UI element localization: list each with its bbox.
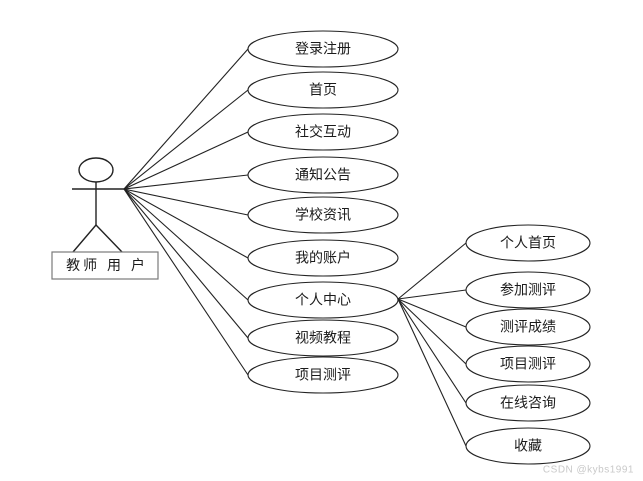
use-case-uc-project-evaluation[interactable]: 项目测评 — [247, 356, 399, 394]
use-case-uc-video-tutorial[interactable]: 视频教程 — [247, 319, 399, 357]
actor-label: 教师 用 户 — [66, 257, 148, 273]
association-actor-to-uc-project-evaluation — [123, 188, 249, 376]
uc-my-account-label: 我的账户 — [295, 250, 351, 266]
uc-project-evaluation-sub-ellipse — [465, 345, 591, 383]
actor-label-box — [51, 251, 159, 280]
use-case-uc-login-register[interactable]: 登录注册 — [247, 30, 399, 68]
association-actor-to-uc-video-tutorial — [123, 188, 249, 339]
uc-video-tutorial-label: 视频教程 — [295, 330, 351, 346]
uc-video-tutorial-ellipse — [247, 319, 399, 357]
association-actor-to-uc-social-interaction — [123, 131, 249, 190]
uc-evaluation-score-ellipse — [465, 308, 591, 346]
association-actor-to-uc-login-register — [123, 48, 249, 190]
uc-favorites-label: 收藏 — [514, 438, 542, 454]
use-case-uc-project-evaluation-sub[interactable]: 项目测评 — [465, 345, 591, 383]
association-actor-to-uc-home — [123, 89, 249, 190]
use-case-uc-favorites[interactable]: 收藏 — [465, 427, 591, 465]
uc-evaluation-score-label: 测评成绩 — [500, 319, 556, 335]
use-case-uc-online-consult[interactable]: 在线咨询 — [465, 384, 591, 422]
association-personal-center-to-uc-favorites — [397, 298, 467, 447]
uc-personal-center-ellipse — [247, 281, 399, 319]
uc-social-interaction-label: 社交互动 — [295, 124, 351, 140]
uc-home-label: 首页 — [309, 82, 337, 98]
association-actor-to-uc-my-account — [123, 188, 249, 259]
uc-notice-announcement-label: 通知公告 — [295, 167, 351, 183]
uc-school-news-ellipse — [247, 196, 399, 234]
association-personal-center-to-uc-online-consult — [397, 298, 467, 404]
uc-project-evaluation-ellipse — [247, 356, 399, 394]
use-case-uc-join-evaluation[interactable]: 参加测评 — [465, 271, 591, 309]
uc-personal-homepage-label: 个人首页 — [500, 235, 556, 251]
uc-favorites-ellipse — [465, 427, 591, 465]
uc-project-evaluation-sub-label: 项目测评 — [500, 356, 556, 372]
use-case-uc-personal-center[interactable]: 个人中心 — [247, 281, 399, 319]
uc-online-consult-ellipse — [465, 384, 591, 422]
uc-personal-center-label: 个人中心 — [295, 292, 351, 308]
uc-online-consult-label: 在线咨询 — [500, 395, 556, 411]
uc-notice-announcement-ellipse — [247, 156, 399, 194]
association-personal-center-to-uc-personal-homepage — [397, 242, 467, 300]
actor-head-icon — [78, 157, 114, 183]
uc-login-register-label: 登录注册 — [295, 41, 351, 57]
use-case-uc-personal-homepage[interactable]: 个人首页 — [465, 224, 591, 262]
uc-join-evaluation-label: 参加测评 — [500, 282, 556, 298]
uc-login-register-ellipse — [247, 30, 399, 68]
association-lines-group — [123, 48, 467, 447]
uc-join-evaluation-ellipse — [465, 271, 591, 309]
association-actor-to-uc-notice-announcement — [123, 174, 249, 190]
uc-personal-homepage-ellipse — [465, 224, 591, 262]
use-case-uc-evaluation-score[interactable]: 测评成绩 — [465, 308, 591, 346]
actor-right-leg-line — [95, 224, 123, 253]
association-personal-center-to-uc-evaluation-score — [397, 298, 467, 328]
actor-left-leg-line — [72, 224, 97, 253]
association-actor-to-uc-school-news — [123, 188, 249, 216]
use-case-uc-social-interaction[interactable]: 社交互动 — [247, 113, 399, 151]
use-case-uc-my-account[interactable]: 我的账户 — [247, 239, 399, 277]
association-actor-to-uc-personal-center — [123, 188, 249, 301]
actor-teacher-user[interactable]: 教师 用 户 — [51, 157, 159, 280]
uc-project-evaluation-label: 项目测评 — [295, 367, 351, 383]
use-case-uc-notice-announcement[interactable]: 通知公告 — [247, 156, 399, 194]
watermark-label: CSDN @kybs1991 — [543, 465, 634, 476]
association-personal-center-to-uc-join-evaluation — [397, 289, 467, 300]
use-case-uc-school-news[interactable]: 学校资讯 — [247, 196, 399, 234]
uc-home-ellipse — [247, 71, 399, 109]
uc-school-news-label: 学校资讯 — [295, 207, 351, 223]
uc-my-account-ellipse — [247, 239, 399, 277]
association-personal-center-to-uc-project-evaluation-sub — [397, 298, 467, 365]
use-case-uc-home[interactable]: 首页 — [247, 71, 399, 109]
uc-social-interaction-ellipse — [247, 113, 399, 151]
